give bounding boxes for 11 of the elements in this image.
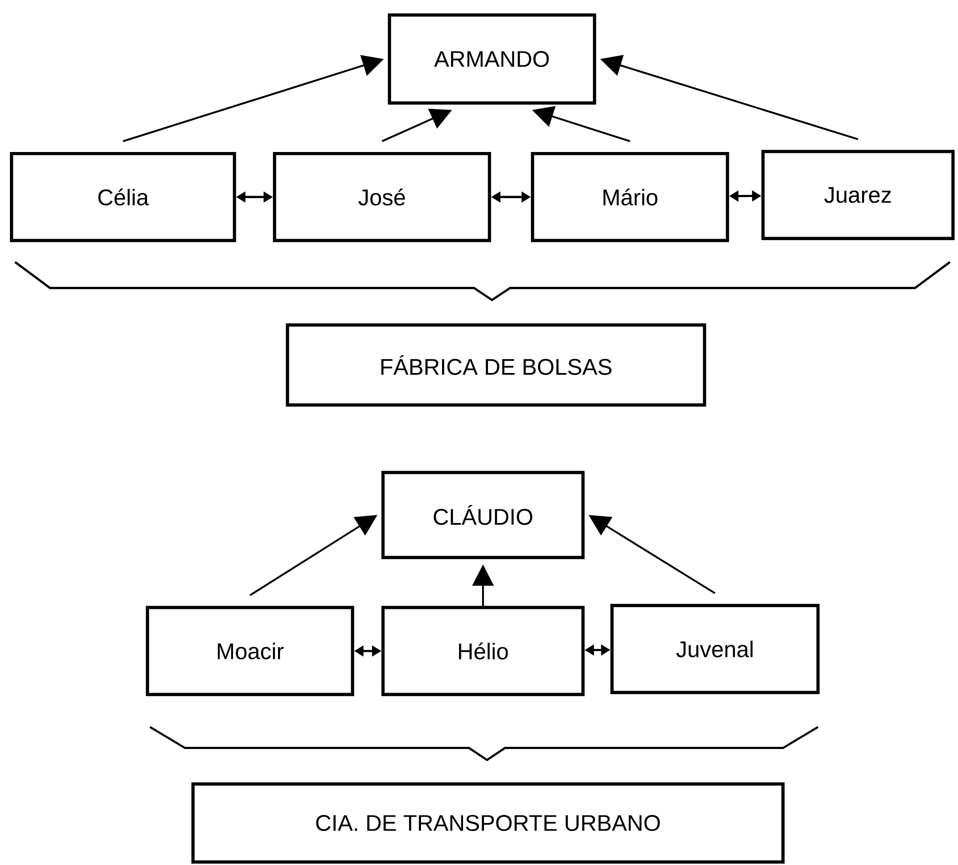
name-box: Moacir	[146, 606, 354, 696]
name-box: José	[272, 152, 492, 242]
name-box: Hélio	[381, 606, 585, 696]
name-box: Célia	[10, 152, 236, 242]
manager-box: ARMANDO	[388, 13, 596, 105]
company-box: CIA. DE TRANSPORTE URBANO	[191, 782, 785, 864]
manager-box: CLÁUDIO	[381, 470, 585, 560]
company-box: FÁBRICA DE BOLSAS	[286, 323, 706, 407]
name-box: Juvenal	[610, 604, 820, 694]
name-box: Mário	[530, 152, 730, 242]
name-box: Juarez	[761, 150, 955, 240]
